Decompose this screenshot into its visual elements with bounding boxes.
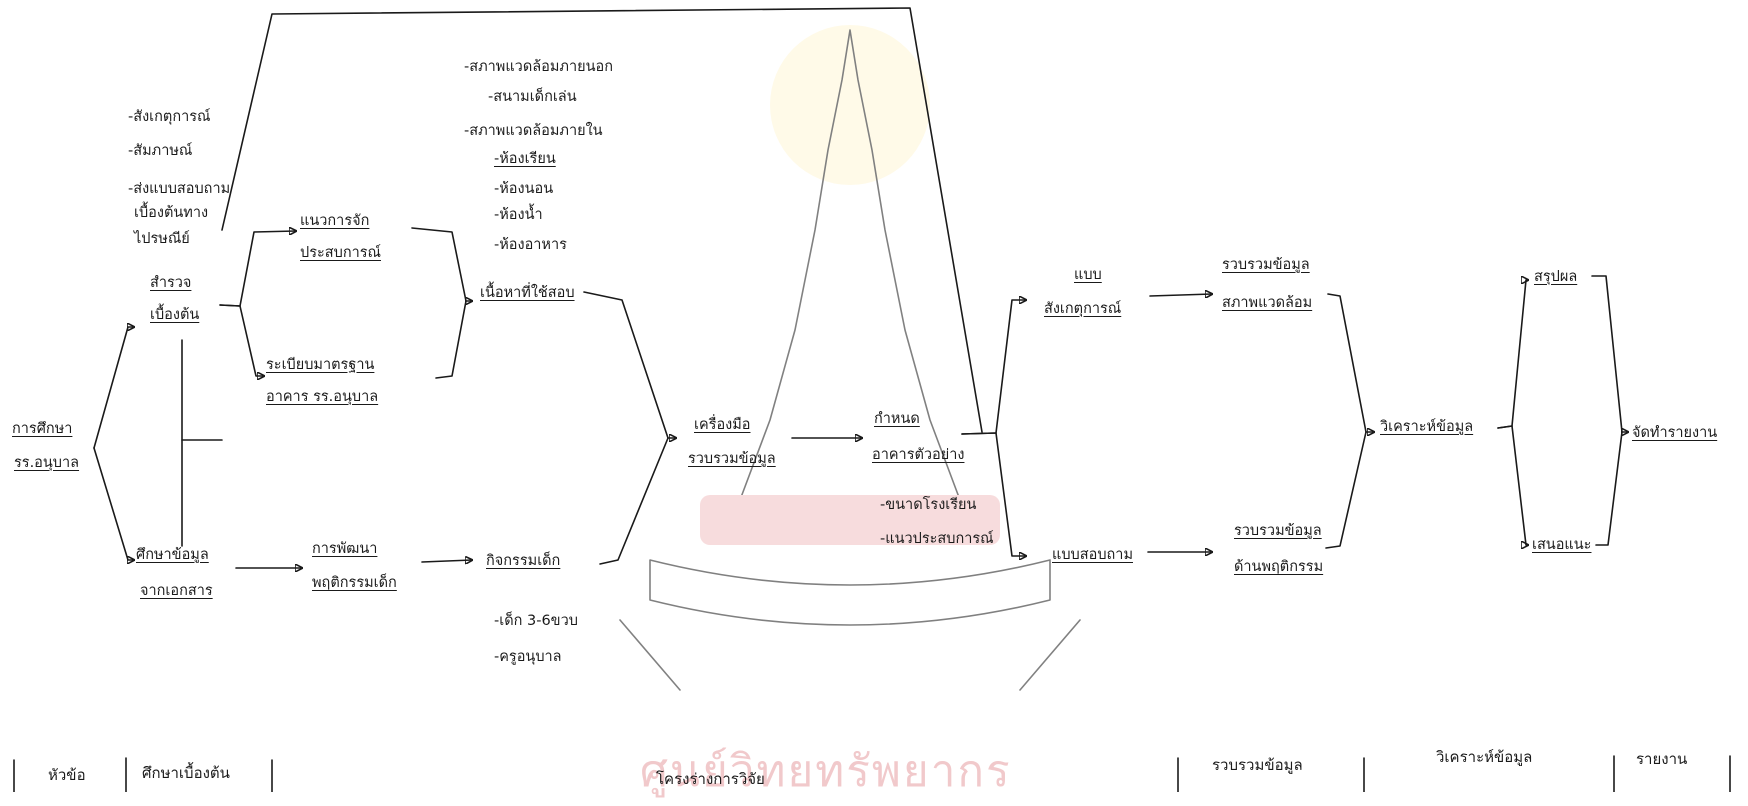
node-content: เนื้อหาที่ใช้สอบ bbox=[480, 285, 575, 301]
node-child-dev-2: พฤติกรรมเด็ก bbox=[312, 575, 397, 591]
activity-children: -เด็ก 3-6ขวบ bbox=[494, 613, 578, 629]
node-kindergarten-study: การศึกษา bbox=[12, 421, 73, 437]
env-outer: -สภาพแวดล้อมภายนอก bbox=[464, 59, 613, 75]
env-toilet: -ห้องน้ำ bbox=[494, 207, 543, 223]
survey-questionnaire-2: เบื้องต้นทาง bbox=[134, 205, 209, 221]
node-experience-1: แนวการจัก bbox=[300, 213, 370, 229]
pagoda-seal-logo bbox=[619, 25, 1081, 691]
node-collect-beh-1: รวบรวมข้อมูล bbox=[1234, 523, 1322, 539]
column-report: รายงาน bbox=[1636, 750, 1688, 768]
survey-interview: -สัมภาษณ์ bbox=[128, 143, 193, 159]
node-collect-env-1: รวบรวมข้อมูล bbox=[1222, 257, 1310, 273]
node-preliminary-survey-2: เบื้องต้น bbox=[150, 307, 200, 323]
node-activities: กิจกรรมเด็ก bbox=[486, 553, 561, 569]
node-collect-env-2: สภาพแวดล้อม bbox=[1222, 295, 1313, 311]
watermark-text: ศูนย์วิทยทรัพยากร bbox=[640, 746, 1012, 797]
sample-size: -ขนาดโรงเรียน bbox=[880, 497, 977, 513]
env-bedroom: -ห้องนอน bbox=[494, 181, 554, 197]
node-suggestion: เสนอแนะ bbox=[1532, 537, 1592, 553]
sample-experience: -แนวประสบการณ์ bbox=[880, 531, 994, 547]
column-design: โครงร่างการวิจัย bbox=[656, 770, 765, 788]
node-experience-2: ประสบการณ์ bbox=[300, 245, 381, 261]
node-report: จัดทำรายงาน bbox=[1632, 425, 1718, 441]
survey-questionnaire-1: -ส่งแบบสอบถาม bbox=[128, 181, 231, 197]
column-collect: รวบรวมข้อมูล bbox=[1212, 756, 1303, 774]
node-standards-1: ระเบียบมาตรฐาน bbox=[266, 357, 375, 373]
node-observe-form-2: สังเกตุการณ์ bbox=[1044, 301, 1122, 317]
node-doc-study-2: จากเอกสาร bbox=[140, 583, 213, 599]
node-questionnaire-form: แบบสอบถาม bbox=[1052, 547, 1133, 563]
node-sample-1: กำหนด bbox=[874, 411, 920, 427]
env-classroom: -ห้องเรียน bbox=[494, 151, 556, 167]
node-child-dev-1: การพัฒนา bbox=[312, 541, 378, 557]
env-playground: -สนามเด็กเล่น bbox=[488, 89, 577, 105]
env-canteen: -ห้องอาหาร bbox=[494, 237, 567, 253]
survey-questionnaire-3: ไปรษณีย์ bbox=[134, 231, 190, 247]
column-analyze: วิเคราะห์ข้อมูล bbox=[1436, 748, 1533, 766]
node-sample-2: อาคารตัวอย่าง bbox=[872, 447, 965, 463]
node-tools-1: เครื่องมือ bbox=[694, 417, 751, 433]
node-conclusion: สรุปผล bbox=[1534, 269, 1578, 285]
node-doc-study-1: ศึกษาข้อมูล bbox=[136, 547, 209, 563]
node-tools-2: รวบรวมข้อมูล bbox=[688, 451, 776, 467]
survey-observe: -สังเกตุการณ์ bbox=[128, 109, 211, 125]
node-collect-beh-2: ด้านพฤติกรรม bbox=[1234, 559, 1324, 575]
node-analyze: วิเคราะห์ข้อมูล bbox=[1380, 419, 1474, 435]
node-kindergarten-study-2: รร.อนุบาล bbox=[14, 455, 80, 471]
env-inner: -สภาพแวดล้อมภายใน bbox=[464, 123, 603, 139]
column-preliminary: ศึกษาเบื้องต้น bbox=[142, 764, 230, 782]
activity-teachers: -ครูอนุบาล bbox=[494, 649, 562, 665]
node-preliminary-survey-1: สำรวจ bbox=[150, 275, 192, 291]
node-standards-2: อาคาร รร.อนุบาล bbox=[266, 389, 379, 405]
node-observe-form-1: แบบ bbox=[1074, 267, 1102, 283]
column-topic: หัวข้อ bbox=[48, 766, 86, 784]
